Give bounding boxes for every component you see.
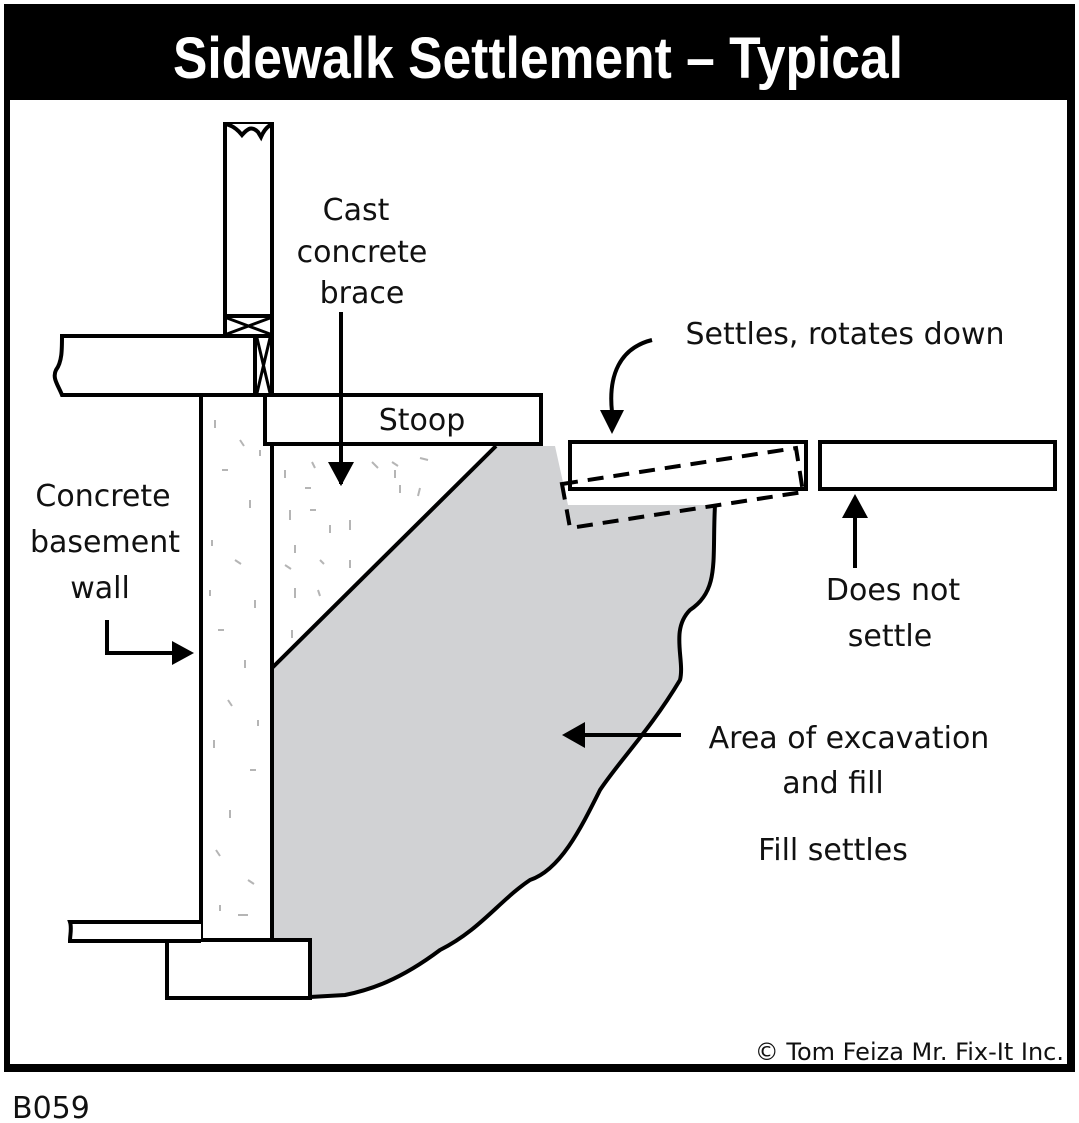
does-not-settle-label-line1: Does not [826,573,960,608]
excavation-label-line2: and fill [782,766,884,801]
excavation-arrowhead [562,722,585,748]
excavation-fill-area [272,446,715,997]
basement-wall-label-line2: basement [30,525,180,560]
fill-settles-label: Fill settles [758,833,908,868]
brace-arrowhead [328,462,354,486]
basement-wall-arrow [105,620,175,655]
basement-wall-label-line1: Concrete [35,479,170,514]
settles-label: Settles, rotates down [685,317,1004,352]
cast-brace-label-line2: concrete [297,235,428,270]
sidewalk-slab-settling [568,440,808,491]
basement-wall-arrowhead [172,641,194,665]
sidewalk-slab-rotated-outline [559,445,806,531]
basement-floor-slab [67,920,201,943]
settles-curved-arrow [609,338,653,413]
sill-plate-cross [226,316,271,336]
basement-wall-label-line3: wall [70,571,130,606]
stoop-slab [263,393,543,446]
brace-speckles [284,457,429,638]
wall-footing [165,938,312,1000]
sidewalk-slab-stable [818,440,1057,491]
cast-brace-label-line3: brace [320,276,405,311]
diagram-title: Sidewalk Settlement – Typical [173,26,903,91]
cast-brace-label-line1: Cast [323,193,390,228]
excavation-label-line1: Area of excavation [709,721,990,756]
copyright-notice: © Tom Feiza Mr. Fix-It Inc. [755,1038,1064,1066]
stoop-label: Stoop [379,403,466,438]
does-not-settle-label-line2: settle [848,619,932,654]
wall-stud [223,122,274,318]
rim-joist-cross [255,337,272,394]
basement-wall [199,393,274,942]
excavation-boundary-line [309,504,717,999]
does-not-settle-arrowhead [842,494,868,518]
wall-speckles [209,420,261,916]
settles-arrowhead [600,410,624,434]
floor-joist [52,334,274,397]
concrete-brace-edge [270,444,498,670]
stud-break-mark [224,122,273,142]
figure-code: B059 [12,1091,90,1123]
